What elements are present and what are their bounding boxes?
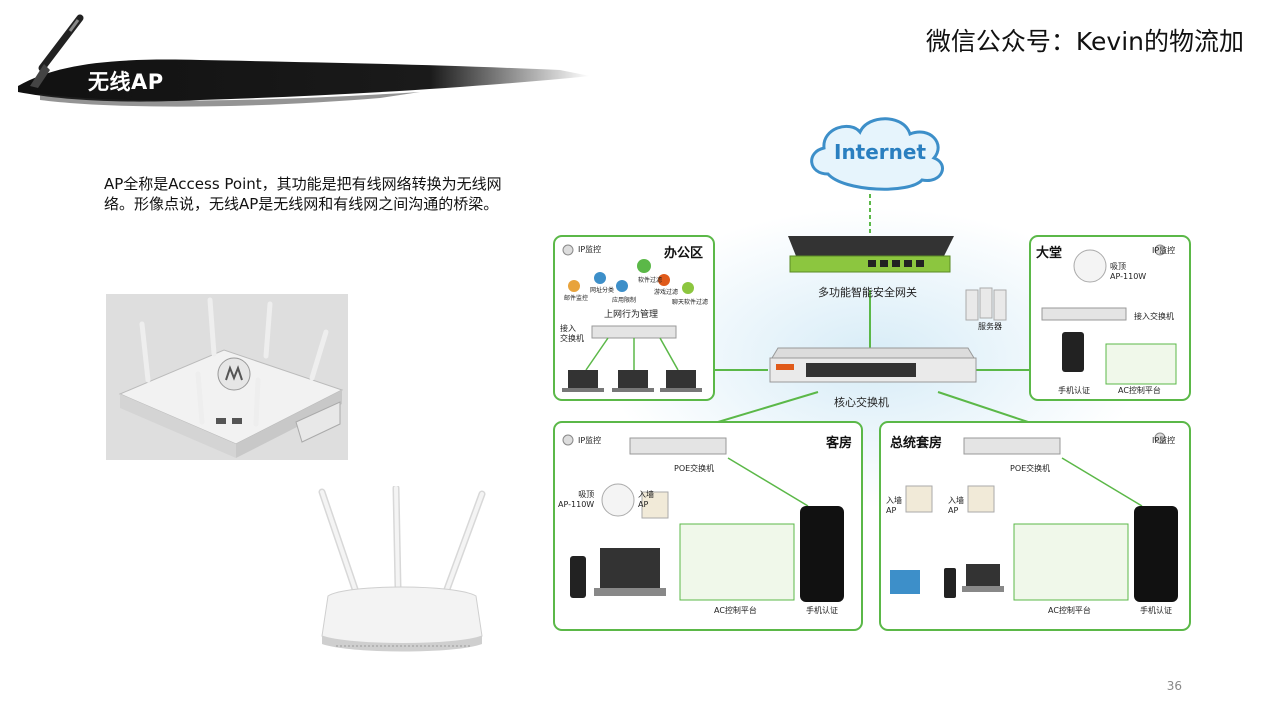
- office-zone-title: 办公区: [664, 246, 704, 261]
- guest-ac-platform: AC控制平台: [714, 606, 757, 615]
- office-app-icons: [568, 259, 694, 294]
- lobby-ip-monitor: IP监控: [1152, 246, 1176, 255]
- suite-wall-ap-label-1: 入墙 AP: [886, 496, 902, 515]
- guest-poe-switch-icon: [629, 437, 727, 455]
- lobby-ceiling-ap-icon: [1073, 249, 1107, 283]
- suite-zone-title: 总统套房: [890, 436, 943, 451]
- gateway-label: 多功能智能安全网关: [818, 286, 917, 299]
- lobby-phone-auth: 手机认证: [1058, 386, 1090, 395]
- suite-wall-ap-label-2: 入墙 AP: [948, 496, 964, 515]
- guest-poe-label: POE交换机: [674, 464, 715, 473]
- tri-antenna-ap-photo: [318, 486, 486, 652]
- core-switch-icon: [769, 347, 977, 383]
- office-app-2: 网址分类: [590, 287, 615, 294]
- network-topology-diagram: Internet 多功能智能安全网关 核心交换机 服务器 办公区 IP监控 上网…: [538, 108, 1210, 638]
- core-switch-label: 核心交换机: [834, 396, 889, 409]
- suite-phone-icon: [1134, 506, 1178, 602]
- server-icon: [965, 287, 1007, 321]
- suite-ip-monitor: IP监控: [1152, 436, 1176, 445]
- suite-ac-platform: AC控制平台: [1048, 606, 1091, 615]
- lobby-ac-screen-icon: [1105, 343, 1177, 385]
- lobby-ac-platform: AC控制平台: [1118, 386, 1161, 395]
- brand-caption: 微信公众号：Kevin的物流加: [925, 27, 1244, 56]
- guest-ac-screen-icon: [679, 523, 795, 601]
- security-gateway-icon: [788, 236, 954, 273]
- office-switch-icon: [591, 325, 677, 339]
- page-title: 无线AP: [88, 70, 164, 94]
- office-ip-monitor: IP监控: [578, 245, 602, 254]
- guest-phone-auth: 手机认证: [806, 606, 838, 615]
- lobby-switch-icon: [1041, 307, 1127, 321]
- office-behavior-label: 上网行为管理: [604, 310, 659, 320]
- enterprise-ap-photo: [106, 294, 348, 460]
- guest-wall-ap-icon: [641, 491, 669, 519]
- office-access-switch: 接入 交换机: [560, 324, 584, 343]
- ink-brush-banner: [18, 14, 590, 107]
- description-text: AP全称是Access Point，其功能是把有线网络转换为无线网络。形像点说，…: [104, 175, 502, 213]
- office-laptops-icon: [562, 370, 702, 392]
- guest-wall-ap-label: 入墙 AP: [638, 490, 654, 509]
- office-app-3: 应用限制: [612, 297, 637, 304]
- suite-phone-auth: 手机认证: [1140, 606, 1172, 615]
- internet-cloud-icon: [810, 117, 944, 191]
- suite-wall-ap-icon-1: [905, 485, 933, 513]
- diagram-graphics: [553, 117, 1191, 631]
- lobby-ap-label: 吸顶 AP-110W: [1110, 262, 1147, 281]
- lobby-switch-label: 接入交换机: [1134, 312, 1174, 321]
- guest-ceiling-ap-icon: [601, 483, 635, 517]
- guest-ceiling-ap-label: 吸顶 AP-110W: [558, 490, 595, 509]
- brush-pen-icon: [30, 14, 84, 88]
- office-app-5: 游戏过滤: [654, 289, 679, 296]
- server-label: 服务器: [978, 322, 1002, 331]
- suite-wall-ap-icon-2: [967, 485, 995, 513]
- internet-label: Internet: [834, 140, 927, 164]
- guest-zone-title: 客房: [826, 436, 853, 451]
- suite-ac-screen-icon: [1013, 523, 1129, 601]
- lobby-phone-icon: [1062, 332, 1084, 372]
- ip-camera-icons: [562, 244, 1166, 446]
- page-number: 36: [1166, 679, 1182, 693]
- office-app-4: 软件过滤: [638, 277, 663, 284]
- suite-poe-label: POE交换机: [1010, 464, 1051, 473]
- office-app-1: 邮件监控: [564, 295, 589, 302]
- guest-phone-icon: [800, 506, 844, 602]
- suite-poe-switch-icon: [963, 437, 1061, 455]
- guest-ip-monitor: IP监控: [578, 436, 602, 445]
- office-app-6: 聊天软件过滤: [672, 299, 709, 306]
- lobby-zone-title: 大堂: [1036, 246, 1063, 261]
